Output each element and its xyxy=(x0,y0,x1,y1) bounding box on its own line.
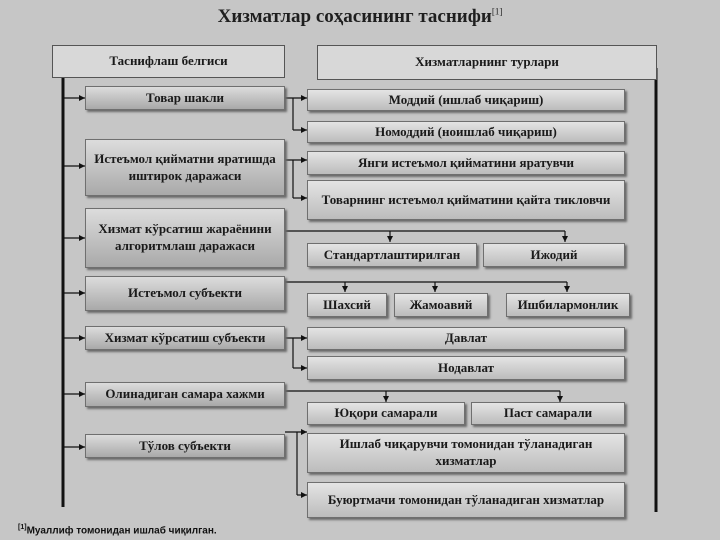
type-state: Давлат xyxy=(307,327,625,350)
header-criteria: Таснифлаш белгиси xyxy=(52,45,285,78)
type-creative: Ижодий xyxy=(483,243,625,267)
criterion-effect-volume: Олинадиган самара хажми xyxy=(85,382,285,407)
criterion-algorithmization: Хизмат кўрсатиш жараёнини алгоритмлаш да… xyxy=(85,208,285,268)
type-new-value-creating: Янги истеъмол қийматини яратувчи xyxy=(307,151,625,175)
type-standardized: Стандартлаштирилган xyxy=(307,243,477,267)
type-producer-paid: Ишлаб чиқарувчи томонидан тўланадиган хи… xyxy=(307,433,625,473)
criterion-service-provider: Хизмат кўрсатиш субъекти xyxy=(85,326,285,350)
criterion-consumer-value: Истеъмол қийматни яратишда иштирок дараж… xyxy=(85,139,285,196)
type-high-effect: Юқори самарали xyxy=(307,402,465,425)
type-customer-paid: Буюртмачи томонидан тўланадиган хизматла… xyxy=(307,482,625,518)
type-non-state: Нодавлат xyxy=(307,356,625,380)
type-low-effect: Паст самарали xyxy=(471,402,625,425)
diagram-title: Хизматлар соҳасининг таснифи[1] xyxy=(217,6,503,27)
type-non-material: Номоддий (ноишлаб чиқариш) xyxy=(307,121,625,143)
criterion-consumer-subject: Истеъмол субъекти xyxy=(85,276,285,311)
type-business: Ишбилармонлик xyxy=(506,293,630,317)
type-collective: Жамоавий xyxy=(394,293,488,317)
criterion-product-form: Товар шакли xyxy=(85,86,285,110)
type-value-restoring: Товарнинг истеъмол қийматини қайта тикло… xyxy=(307,180,625,220)
footnote: [1]Муаллиф томонидан ишлаб чиқилган. xyxy=(18,524,217,537)
type-personal: Шахсий xyxy=(307,293,387,317)
criterion-payment-subject: Тўлов субъекти xyxy=(85,434,285,458)
type-material: Моддий (ишлаб чиқариш) xyxy=(307,89,625,111)
header-types: Хизматларнинг турлари xyxy=(317,45,657,80)
